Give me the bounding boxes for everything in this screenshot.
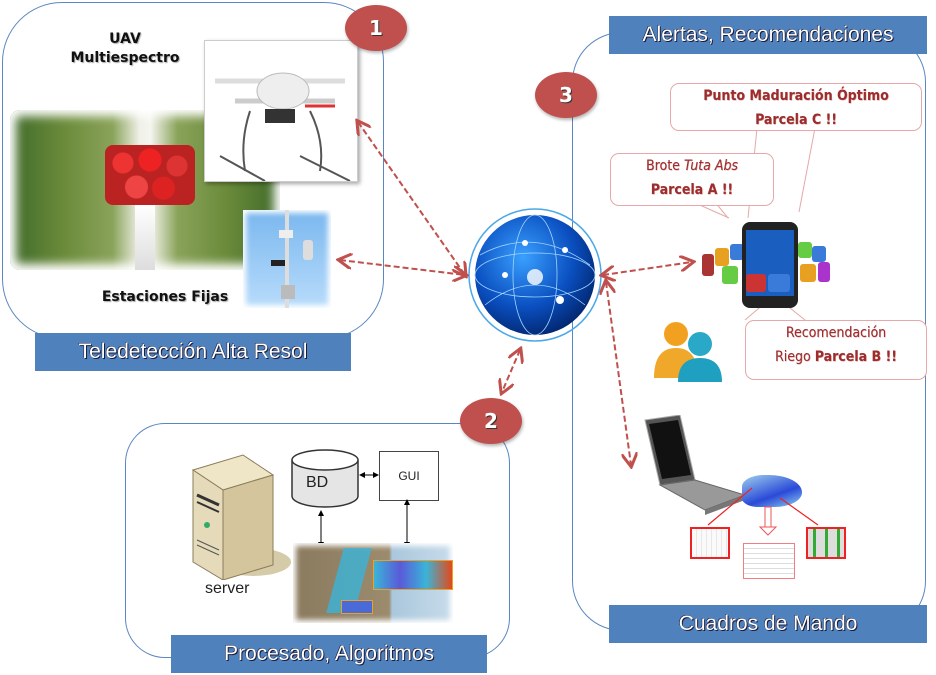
dashboards-title: Cuadros de Mando (609, 605, 927, 643)
tomato-cluster (105, 145, 195, 205)
server-label: server (205, 580, 250, 597)
dashboard-connectors (707, 487, 819, 536)
globe-phone-link (603, 262, 692, 275)
gui-label: GUI (398, 469, 420, 483)
dashboard-chart-thumbnail (690, 527, 730, 559)
step-badge-1: 1 (345, 5, 407, 51)
region-map-image (742, 475, 802, 507)
fixed-stations-label: Estaciones Fijas (101, 289, 229, 305)
map-highlight (341, 600, 373, 614)
step-badge-3: 3 (535, 72, 597, 118)
uav-label: UAV Multiespectro (60, 30, 190, 68)
outbreak-pest-name: Tuta Abs (683, 158, 738, 174)
callout-ripening: Punto Maduración Óptimo Parcela C !! (670, 83, 922, 131)
alerts-title: Alertas, Recomendaciones (609, 16, 927, 54)
greenhouse-aisle (135, 205, 155, 270)
chart-map-arrow (707, 487, 753, 526)
table-map-arrow (779, 497, 819, 526)
globe-laptop-link (606, 282, 631, 465)
callout-outbreak-line1: Brote Tuta Abs (611, 154, 773, 178)
globe-processing-link (502, 350, 520, 392)
callout-outbreak-line2: Parcela A !! (650, 182, 734, 198)
step-badge-2: 2 (460, 398, 522, 444)
processing-connectors (318, 472, 410, 548)
satellite-map-image (293, 543, 453, 623)
callout-irrigation-line1: Recomendación (785, 325, 887, 341)
smartphone-image (700, 218, 840, 308)
processing-title: Procesado, Algoritmos (171, 635, 487, 673)
callout-ripening-line2: Parcela C !! (755, 112, 837, 128)
users-icon (654, 322, 722, 382)
drone-icon (215, 72, 351, 182)
callout-outbreak: Brote Tuta Abs Parcela A !! (610, 153, 774, 206)
outbreak-prefix: Brote (646, 158, 684, 174)
uav-label-line2: Multiespectro (70, 50, 180, 66)
callout-irrigation: Recomendación Riego Parcela B !! (745, 320, 927, 380)
remote-sensing-title: Teledetección Alta Resol (35, 333, 351, 371)
down-arrow-head (758, 526, 778, 536)
smartphone-icon (702, 222, 837, 308)
callout-irrigation-line2: Riego Parcela B !! (746, 345, 926, 369)
irrigation-plot: Parcela B !! (814, 349, 897, 365)
uav-drone-image (204, 40, 358, 182)
callout-ripening-line1: Punto Maduración Óptimo (703, 88, 889, 104)
irrigation-prefix: Riego (775, 349, 815, 365)
uav-globe-link (358, 122, 465, 275)
weather-station-image (243, 210, 331, 308)
weather-station-icon (271, 210, 313, 308)
uav-label-line1: UAV (109, 31, 141, 47)
dashboard-windows-thumbnail (743, 543, 795, 579)
station-globe-link (340, 260, 465, 275)
dashboard-table-thumbnail (806, 527, 846, 559)
database-label: BD (306, 474, 329, 491)
map-inset (373, 560, 453, 590)
server-icon (191, 454, 291, 580)
laptop-icon (644, 415, 747, 515)
database-icon (291, 449, 359, 508)
